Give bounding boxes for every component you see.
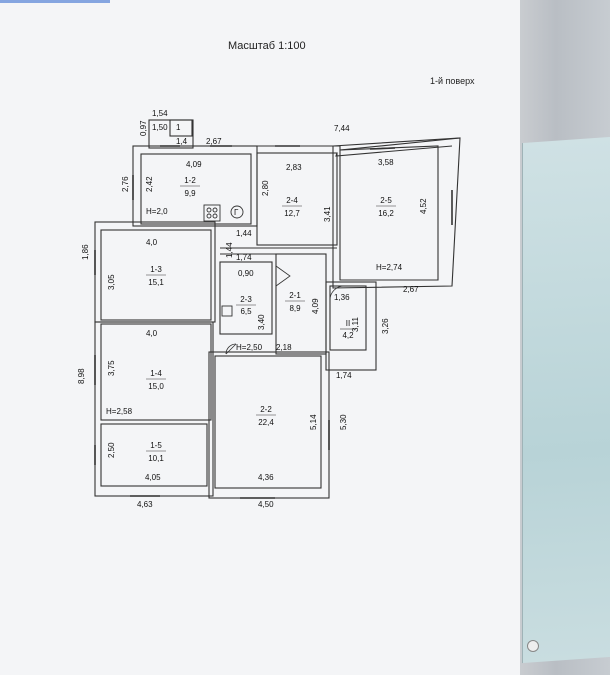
dimension: 1,4 xyxy=(176,137,188,146)
dimension: 4,09 xyxy=(311,298,320,314)
dimension: 1 xyxy=(176,123,181,132)
floor-plan: Г 1-2 9,9 2-4 12,7 2-5 16,2 1-3 15,1 2-3… xyxy=(77,109,461,509)
dimension: 1,44 xyxy=(236,229,252,238)
dimension: 4,36 xyxy=(258,473,274,482)
dimension: 2,67 xyxy=(206,137,222,146)
dimension: 4,52 xyxy=(419,198,428,214)
dimension: 2,18 xyxy=(276,343,292,352)
dimension: 2,50 xyxy=(107,442,116,458)
room-area: 6,5 xyxy=(240,307,252,316)
room-id: 1-2 xyxy=(184,176,196,185)
dimension: 8,98 xyxy=(77,368,86,384)
dimension-labels: 1,54 1,50 1 1,4 2,67 7,44 4,09 2,83 3,58… xyxy=(137,109,419,509)
dimension: 3,41 xyxy=(323,206,332,222)
room-area: 16,2 xyxy=(378,209,394,218)
dimension: 1,86 xyxy=(81,244,90,260)
dimension: 2,67 xyxy=(403,285,419,294)
dimension: 1,54 xyxy=(152,109,168,118)
dimension: 0,97 xyxy=(139,120,148,136)
room-id: 1-3 xyxy=(150,265,162,274)
floor-label: 1-й поверх xyxy=(430,76,475,86)
dimension: 4,05 xyxy=(145,473,161,482)
room-area: 9,9 xyxy=(184,189,196,198)
dimension: 3,58 xyxy=(378,158,394,167)
vertical-dimension-labels: 0,97 2,76 2,42 2,80 3,41 4,52 1,44 1,86 … xyxy=(77,120,428,458)
dimension: 1,50 xyxy=(152,123,168,132)
binder-ring-icon xyxy=(527,640,539,652)
dimension: 5,30 xyxy=(339,414,348,430)
room-id: II xyxy=(346,319,350,328)
dimension: 4,09 xyxy=(186,160,202,169)
dimension: 3,11 xyxy=(351,316,360,332)
room-area: 22,4 xyxy=(258,418,274,427)
dimension: 4,50 xyxy=(258,500,274,509)
paper-sheet xyxy=(0,0,548,675)
dimension: 2,83 xyxy=(286,163,302,172)
room-id: 1-4 xyxy=(150,369,162,378)
room-area: 4,2 xyxy=(342,331,354,340)
ceiling-height: H=2,58 xyxy=(106,407,133,416)
scale-label: Масштаб 1:100 xyxy=(228,40,306,52)
room-id: 2-3 xyxy=(240,295,252,304)
room-id: 1-5 xyxy=(150,441,162,450)
dimension: 3,26 xyxy=(381,318,390,334)
sink-icon xyxy=(221,305,233,317)
dimension: 4,63 xyxy=(137,500,153,509)
gas-boiler-icon xyxy=(230,205,244,219)
dimension: 5,14 xyxy=(309,414,318,430)
dimension: 2,80 xyxy=(261,180,270,196)
gas-symbol: Г xyxy=(234,208,239,217)
room-area: 15,0 xyxy=(148,382,164,391)
room-labels: 1-2 9,9 2-4 12,7 2-5 16,2 1-3 15,1 2-3 6… xyxy=(146,176,396,463)
dimension: 4,0 xyxy=(146,238,158,247)
ceiling-height: H=2,0 xyxy=(146,207,168,216)
room-id: 2-2 xyxy=(260,405,272,414)
ceiling-height: H=2,50 xyxy=(236,343,263,352)
dimension: 7,44 xyxy=(334,124,350,133)
dimension: 3,75 xyxy=(107,360,116,376)
dimension: 4,0 xyxy=(146,329,158,338)
dimension: 1,36 xyxy=(334,293,350,302)
room-id: 2-4 xyxy=(286,196,298,205)
room-area: 12,7 xyxy=(284,209,300,218)
dimension: 1,74 xyxy=(236,253,252,262)
dimension: 3,40 xyxy=(257,314,266,330)
room-area: 8,9 xyxy=(289,304,301,313)
dimension: 0,90 xyxy=(238,269,254,278)
room-id: 2-5 xyxy=(380,196,392,205)
dimension: 2,42 xyxy=(145,176,154,192)
ceiling-height: H=2,74 xyxy=(376,263,403,272)
stove-icon xyxy=(203,204,221,222)
room-area: 15,1 xyxy=(148,278,164,287)
dimension: 3,05 xyxy=(107,274,116,290)
dimension: 2,76 xyxy=(121,176,130,192)
room-id: 2-1 xyxy=(289,291,301,300)
room-area: 10,1 xyxy=(148,454,164,463)
dimension: 1,74 xyxy=(336,371,352,380)
dimension: 1,44 xyxy=(225,242,234,258)
top-edge-mark xyxy=(0,0,110,3)
